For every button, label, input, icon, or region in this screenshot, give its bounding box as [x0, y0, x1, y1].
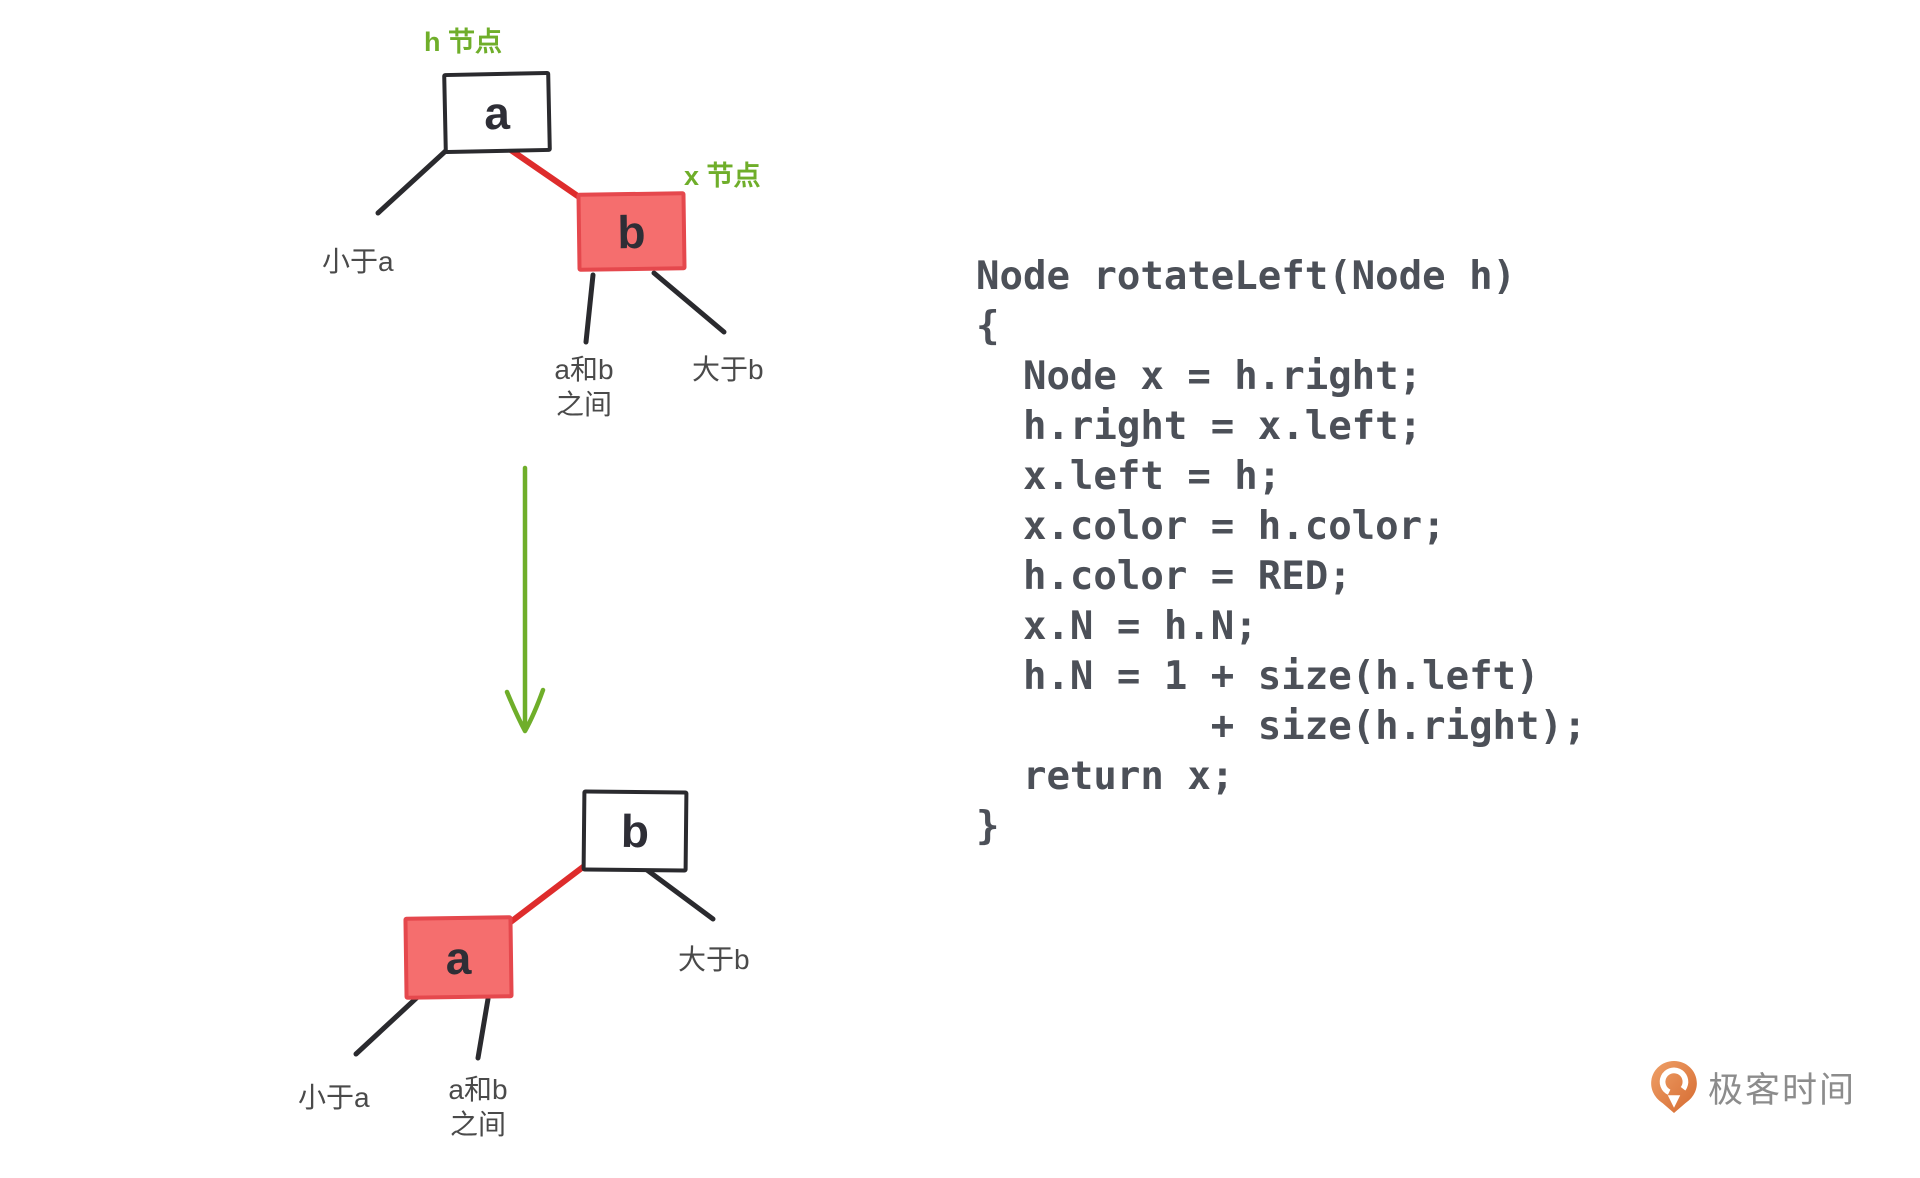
leaf-less-than-a-before: 小于a	[322, 246, 394, 277]
geektime-logo: 极客时间	[1650, 1060, 1856, 1114]
leaf-greater-than-b-after: 大于b	[678, 944, 750, 975]
edge-after-b-right	[640, 864, 716, 922]
edge-before-a-left	[375, 144, 453, 216]
geektime-pin-icon	[1651, 1061, 1697, 1113]
h-node-label: h 节点	[424, 27, 502, 57]
edge-before-b-right	[651, 270, 727, 335]
leaf-less-than-a-after: 小于a	[298, 1082, 370, 1113]
edge-before-b-mid	[583, 272, 596, 345]
leaf-between-line1: a和b	[554, 354, 614, 385]
node-a-before: a	[442, 70, 552, 155]
leaf-between-line2: 之间	[449, 1109, 506, 1140]
edge-after-a-mid	[475, 996, 491, 1061]
rotate-left-code: Node rotateLeft(Node h) { Node x = h.rig…	[976, 254, 1587, 849]
edge-after-b-to-a-red	[501, 864, 586, 930]
node-b-before: b	[576, 191, 687, 272]
leaf-between-line2: 之间	[555, 389, 612, 420]
rotate-arrow-icon	[504, 465, 546, 734]
edge-before-a-to-b-red	[502, 143, 585, 202]
leaf-greater-than-b-before: 大于b	[692, 354, 764, 385]
leaf-between-a-b-before: a和b 之间	[544, 352, 624, 422]
leaf-between-line1: a和b	[448, 1074, 508, 1105]
geektime-logo-text: 极客时间	[1708, 1070, 1857, 1110]
node-a-after: a	[403, 915, 514, 1000]
x-node-label: x 节点	[684, 161, 761, 191]
edge-after-a-left	[353, 988, 427, 1057]
leaf-between-a-b-after: a和b 之间	[438, 1072, 518, 1142]
node-b-after: b	[581, 789, 689, 873]
